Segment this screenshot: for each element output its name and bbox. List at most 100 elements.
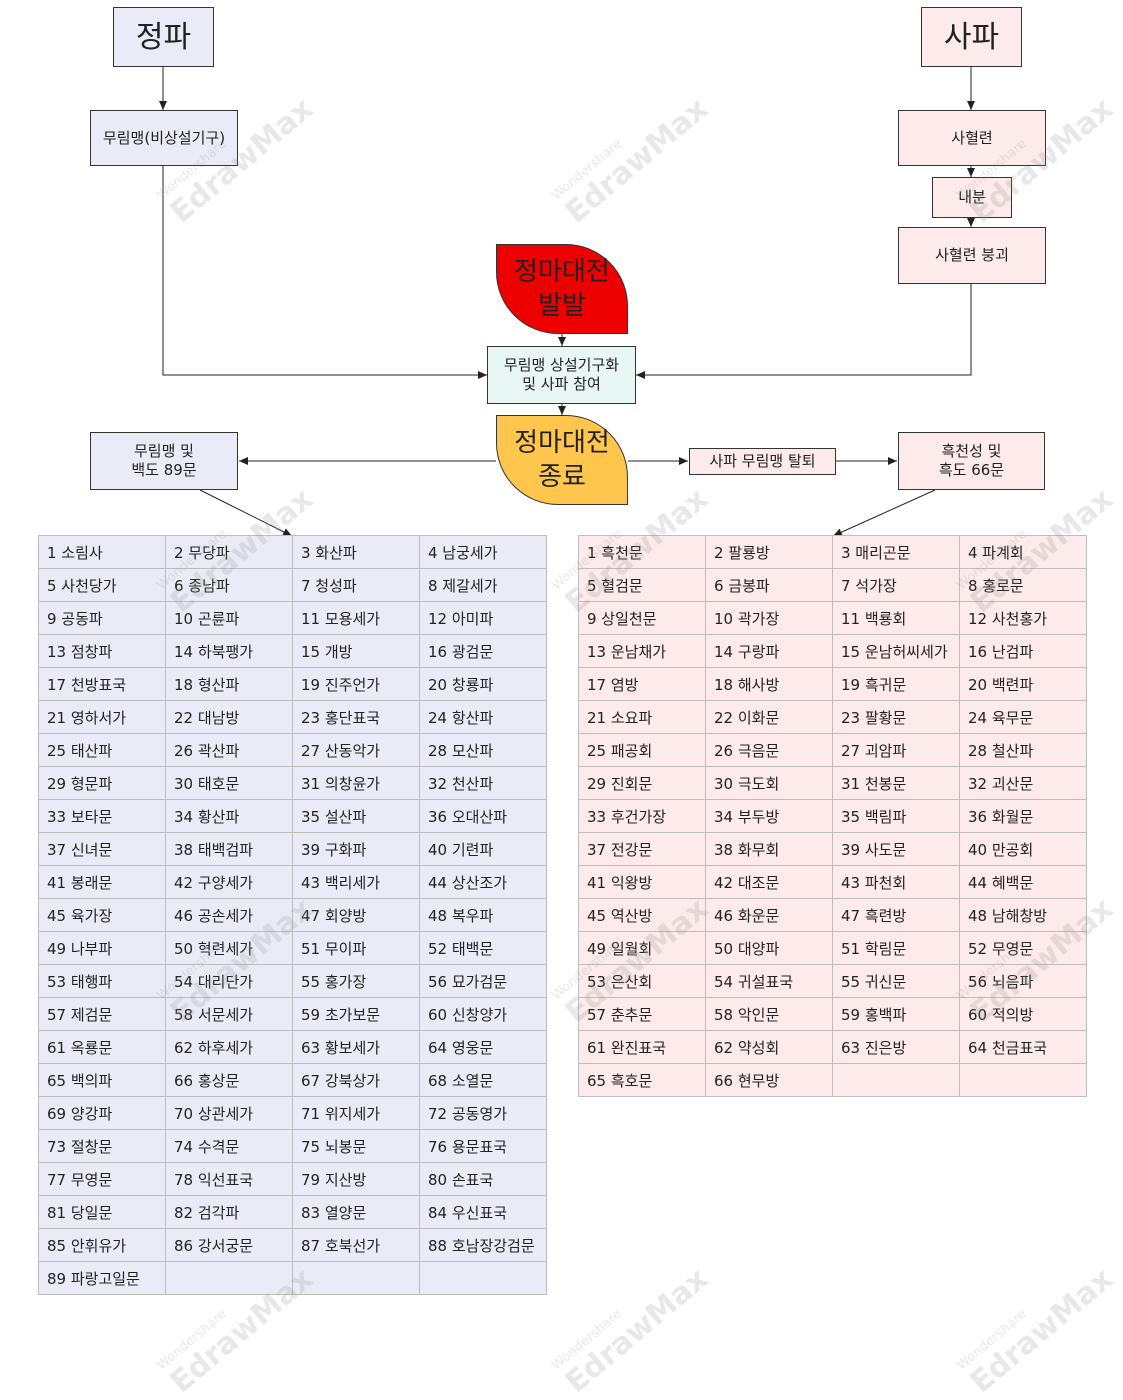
table-cell: 22 이화문 [705,700,833,734]
table-cell: 50 대양파 [705,931,833,965]
table-cell: 51 학림문 [832,931,960,965]
table-cell: 47 흑련방 [832,898,960,932]
table-cell: 45 역산방 [578,898,706,932]
table-cell: 5 혈검문 [578,568,706,602]
table-cell: 3 매리곤문 [832,535,960,569]
murim-89-line2: 백도 89문 [131,461,197,479]
table-cell: 52 무영문 [959,931,1087,965]
table-cell: 40 기련파 [419,832,547,866]
table-cell: 37 신녀문 [38,832,166,866]
table-cell: 35 설산파 [292,799,420,833]
table-cell: 59 홍백파 [832,997,960,1031]
arrow-murim-to-permanent [162,166,487,379]
table-cell: 4 파계회 [959,535,1087,569]
table-cell: 44 혜백문 [959,865,1087,899]
table-cell: 23 팔황문 [832,700,960,734]
arrow-collapse-to-permanent [636,284,972,379]
table-cell: 44 상산조가 [419,865,547,899]
table-cell: 42 구양세가 [165,865,293,899]
table-cell: 89 파랑고일문 [38,1261,166,1295]
war-end-line1: 정마대전 [514,428,610,458]
murim-permanent-line1: 무림맹 상설기구화 [503,356,620,374]
table-cell: 54 귀설표국 [705,964,833,998]
table-cell: 33 후건가장 [578,799,706,833]
table-cell: 31 천봉문 [832,766,960,800]
table-cell: 6 금봉파 [705,568,833,602]
sahyul-collapse-node: 사혈련 붕괴 [898,227,1046,284]
table-cell: 67 강북상가 [292,1063,420,1097]
table-cell: 75 뇌봉문 [292,1129,420,1163]
table-cell: 79 지산방 [292,1162,420,1196]
table-cell: 55 귀신문 [832,964,960,998]
table-cell: 8 홍로문 [959,568,1087,602]
table-cell: 39 구화파 [292,832,420,866]
table-cell: 45 육가장 [38,898,166,932]
table-cell: 32 괴산문 [959,766,1087,800]
table-cell: 52 태백문 [419,931,547,965]
table-cell: 36 화월문 [959,799,1087,833]
table-cell: 48 복우파 [419,898,547,932]
table-row: 89 파랑고일문 [38,1261,547,1295]
table-cell: 54 대리단가 [165,964,293,998]
table-cell: 66 홍상문 [165,1063,293,1097]
table-cell: 27 산동악가 [292,733,420,767]
table-cell: 14 구랑파 [705,634,833,668]
table-cell: 14 하북팽가 [165,634,293,668]
murim-permanent-line2: 및 사파 참여 [522,375,601,393]
heukcheon-node: 흑천성 및 흑도 66문 [898,432,1045,490]
arrow-heukcheon-to-righttable [832,489,936,537]
table-cell: 81 당일문 [38,1195,166,1229]
table-cell: 50 혁련세가 [165,931,293,965]
table-cell: 31 의창윤가 [292,766,420,800]
table-cell: 4 남궁세가 [419,535,547,569]
table-cell: 17 천방표국 [38,667,166,701]
table-cell: 76 용문표국 [419,1129,547,1163]
table-cell: 21 영하서가 [38,700,166,734]
table-cell: 87 호북선가 [292,1228,420,1262]
table-cell: 62 약성회 [705,1030,833,1064]
war-end-node: 정마대전 종료 [496,415,628,505]
table-cell: 13 점창파 [38,634,166,668]
table-cell: 5 사천당가 [38,568,166,602]
table-cell: 70 상관세가 [165,1096,293,1130]
table-cell: 82 검각파 [165,1195,293,1229]
table-cell: 43 백리세가 [292,865,420,899]
table-cell: 53 태행파 [38,964,166,998]
table-cell: 35 백림파 [832,799,960,833]
table-cell: 37 전강문 [578,832,706,866]
table-cell: 12 사천홍가 [959,601,1087,635]
table-cell: 33 보타문 [38,799,166,833]
table-cell: 34 황산파 [165,799,293,833]
arrow-murim89-to-lefttable [199,489,293,537]
table-cell: 85 안휘유가 [38,1228,166,1262]
table-cell: 18 해사방 [705,667,833,701]
table-cell: 61 옥룡문 [38,1030,166,1064]
table-cell: 11 모용세가 [292,601,420,635]
table-cell: 19 흑귀문 [832,667,960,701]
table-cell: 15 운남허씨세가 [832,634,960,668]
table-cell: 40 만공회 [959,832,1087,866]
table-cell: 57 제검문 [38,997,166,1031]
table-cell: 65 백의파 [38,1063,166,1097]
table-cell: 2 팔룡방 [705,535,833,569]
table-cell: 13 운남채가 [578,634,706,668]
table-cell: 29 형문파 [38,766,166,800]
table-cell: 71 위지세가 [292,1096,420,1130]
war-start-line2: 발발 [538,291,586,321]
table-cell: 88 호남장강검문 [419,1228,547,1262]
table-cell: 26 극음문 [705,733,833,767]
table-cell: 69 양강파 [38,1096,166,1130]
table-cell: 55 홍가장 [292,964,420,998]
table-cell: 63 황보세가 [292,1030,420,1064]
